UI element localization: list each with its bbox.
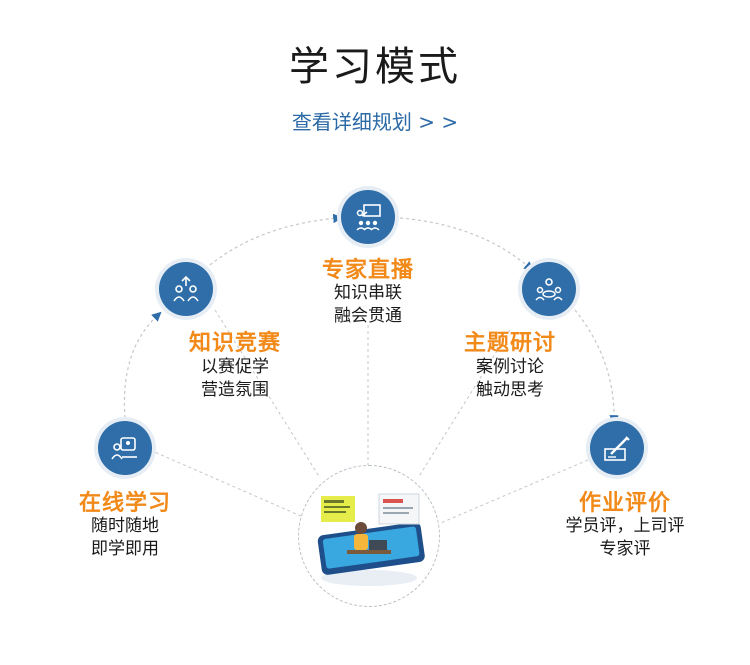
team-growth-icon bbox=[173, 275, 199, 302]
homework-evaluation-node[interactable] bbox=[590, 421, 644, 475]
expert-live-desc-line2: 融会贯通 bbox=[334, 306, 402, 326]
arc-segment bbox=[399, 217, 534, 272]
topic-seminar-label: 主题研讨 bbox=[463, 331, 556, 356]
topic-seminar-desc-line1: 案例讨论 bbox=[476, 357, 544, 377]
knowledge-contest-desc: 以赛促学 营造氛围 bbox=[125, 356, 345, 402]
spoke-line bbox=[417, 329, 511, 479]
expert-live-node[interactable] bbox=[341, 190, 395, 244]
pen-writing-icon bbox=[604, 436, 630, 461]
knowledge-contest-desc-line1: 以赛促学 bbox=[201, 357, 269, 377]
homework-evaluation-desc-line1: 学员评，上司评 bbox=[565, 516, 685, 536]
homework-evaluation-desc: 学员评，上司评 专家评 bbox=[515, 515, 735, 561]
arc-segment bbox=[123, 311, 162, 419]
expert-live-label: 专家直播 bbox=[321, 258, 414, 283]
topic-seminar-node[interactable] bbox=[522, 262, 576, 316]
knowledge-contest-desc-line2: 营造氛围 bbox=[201, 380, 269, 400]
phone-learning-illustration bbox=[317, 493, 425, 586]
topic-seminar-desc-line2: 触动思考 bbox=[476, 380, 544, 400]
view-plan-link[interactable]: 查看详细规划 > > bbox=[291, 110, 459, 134]
arc-segment bbox=[209, 213, 343, 266]
arc-segment bbox=[574, 309, 619, 425]
presentation-icon bbox=[356, 204, 381, 231]
online-learning-icon bbox=[111, 437, 137, 460]
online-learning-desc: 随时随地 即学即用 bbox=[15, 515, 235, 561]
homework-evaluation-desc-line2: 专家评 bbox=[599, 539, 651, 559]
group-discussion-icon bbox=[535, 278, 563, 301]
expert-live-desc: 知识串联 融会贯通 bbox=[258, 282, 478, 328]
online-learning-node[interactable] bbox=[98, 421, 152, 475]
homework-evaluation-label: 作业评价 bbox=[578, 491, 671, 516]
knowledge-contest-node[interactable] bbox=[159, 262, 213, 316]
center-illustration-frame bbox=[298, 465, 440, 607]
page-title: 学习模式 bbox=[289, 44, 461, 90]
expert-live-desc-line1: 知识串联 bbox=[334, 283, 402, 303]
online-learning-desc-line2: 即学即用 bbox=[91, 539, 159, 559]
knowledge-contest-label: 知识竞赛 bbox=[188, 331, 281, 356]
online-learning-desc-line1: 随时随地 bbox=[91, 516, 159, 536]
spoke-line bbox=[149, 449, 311, 521]
topic-seminar-desc: 案例讨论 触动思考 bbox=[400, 356, 620, 402]
online-learning-label: 在线学习 bbox=[78, 491, 171, 516]
